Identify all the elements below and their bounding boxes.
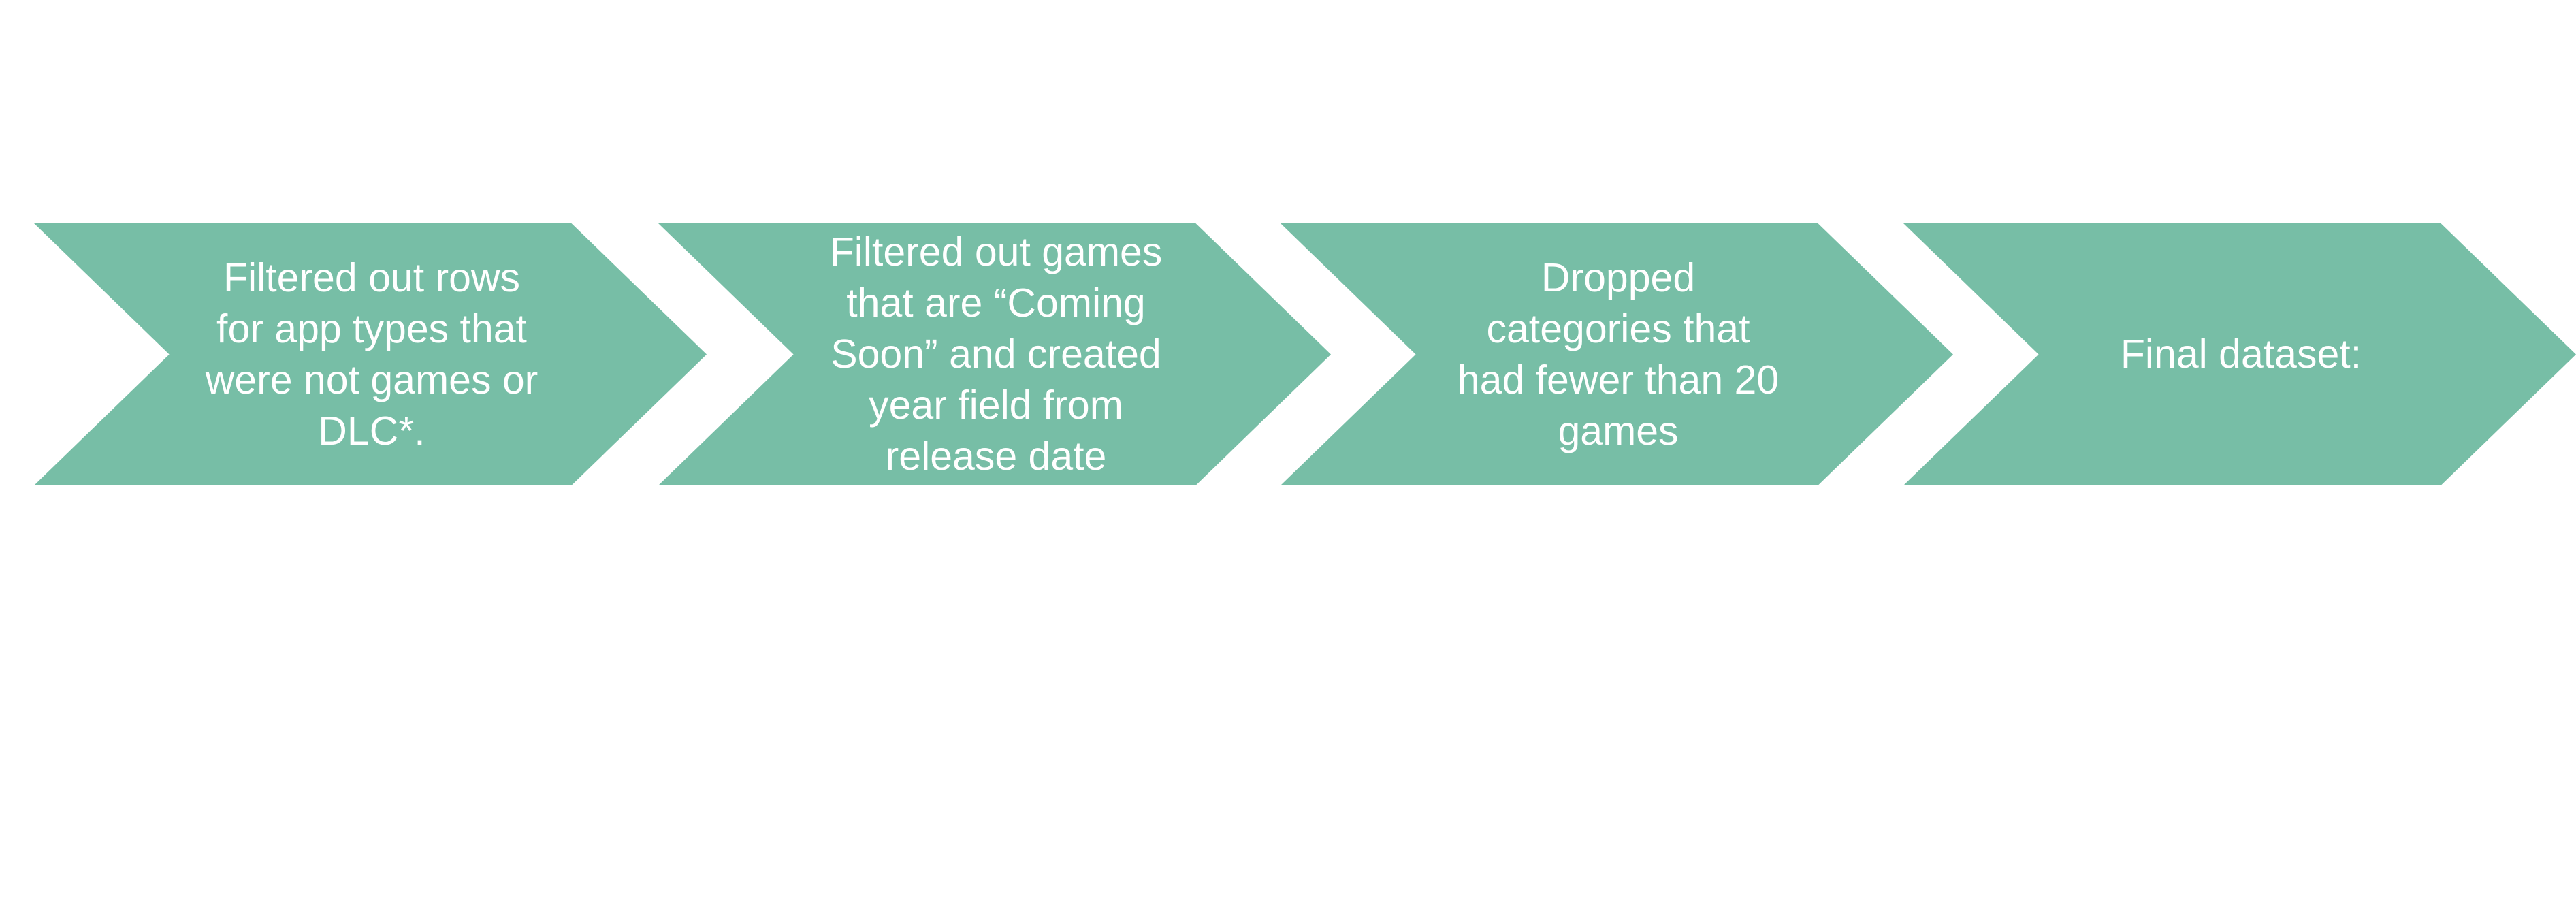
process-step-3-label: Dropped categories that had fewer than 2… <box>1457 255 1780 453</box>
process-step-4-label: Final dataset: <box>2120 332 2362 377</box>
process-step-3-chevron: Dropped categories that had fewer than 2… <box>1281 223 1953 485</box>
process-step-2-chevron: Filtered out games that are “Coming Soon… <box>658 223 1331 485</box>
process-step-1-label: Filtered out rows for app types that wer… <box>205 255 538 453</box>
process-step-4-chevron: Final dataset: <box>1903 223 2576 485</box>
process-step-1-chevron: Filtered out rows for app types that wer… <box>34 223 707 485</box>
process-step-2-label: Filtered out games that are “Coming Soon… <box>829 229 1163 479</box>
